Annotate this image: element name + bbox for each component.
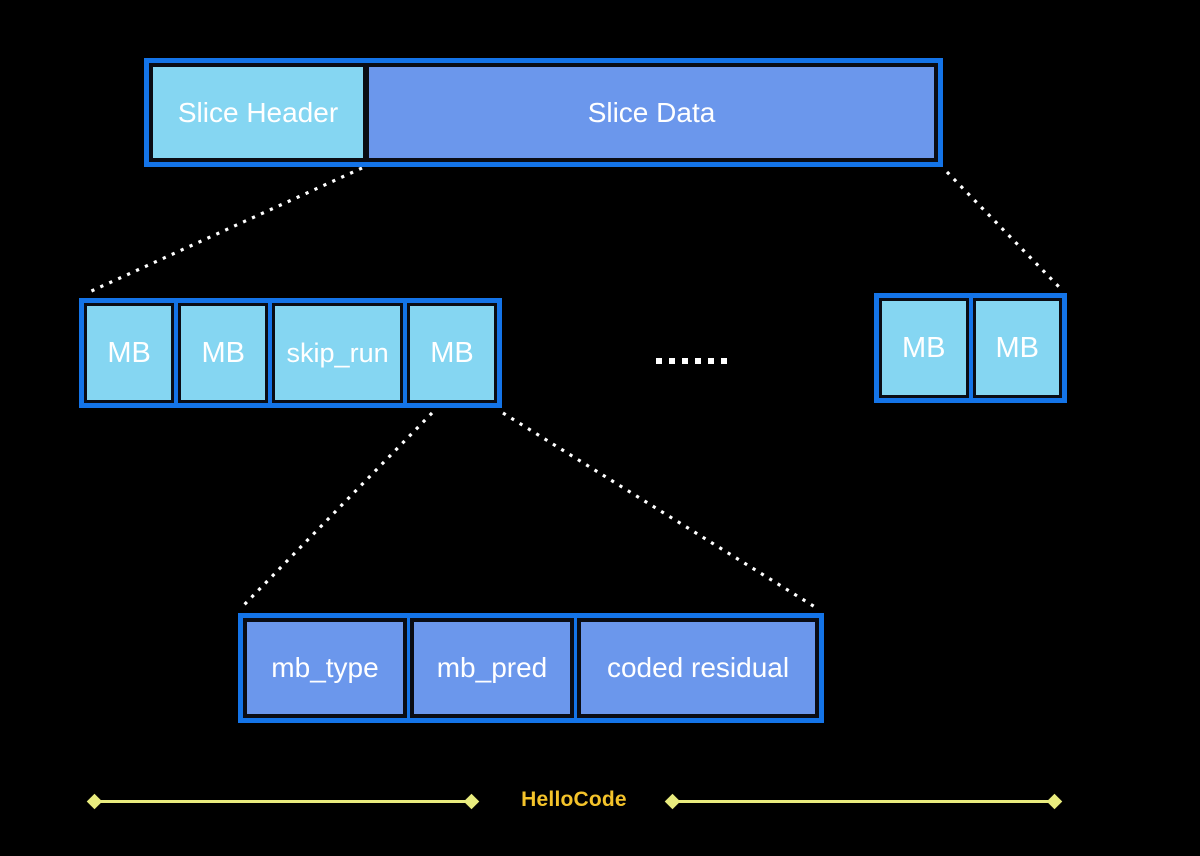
mb-box: MB	[879, 298, 969, 398]
connector-slice-to-mb-right	[945, 170, 1064, 292]
brand-watermark: HelloCode	[521, 788, 627, 811]
ellipsis-dot	[708, 358, 714, 364]
mb-box: MB	[972, 298, 1062, 398]
ellipsis-dot	[656, 358, 662, 364]
slice-header-box: Slice Header	[149, 63, 366, 162]
ellipsis-dot	[669, 358, 675, 364]
mb-type-box: mb_type	[243, 618, 407, 718]
ellipsis-dot	[721, 358, 727, 364]
macroblock-detail-row: mb_type mb_pred coded residual	[238, 613, 824, 723]
connector-mb-to-detail-left	[240, 411, 434, 609]
footer-rule-right	[664, 793, 1063, 810]
slice-data-box: Slice Data	[366, 63, 938, 162]
skip-run-box: skip_run	[272, 303, 403, 403]
ellipsis-dot	[695, 358, 701, 364]
ellipsis-dot	[682, 358, 688, 364]
mb-pred-box: mb_pred	[410, 618, 574, 718]
mb-box: MB	[84, 303, 175, 403]
diamond-icon	[1046, 793, 1063, 810]
mb-box: MB	[178, 303, 269, 403]
macroblock-row-right: MB MB	[874, 293, 1067, 403]
footer-rule-left	[86, 793, 480, 810]
connector-slice-to-mb-left	[86, 166, 363, 295]
coded-residual-box: coded residual	[577, 618, 819, 718]
ellipsis-dots	[656, 358, 727, 364]
connector-mb-to-detail-right	[502, 411, 816, 609]
slice-row: Slice Header Slice Data	[144, 58, 943, 167]
diamond-icon	[463, 793, 480, 810]
mb-box: MB	[406, 303, 498, 403]
macroblock-row-left: MB MB skip_run MB	[79, 298, 502, 408]
rule-line	[672, 800, 1055, 803]
rule-line	[94, 800, 472, 803]
